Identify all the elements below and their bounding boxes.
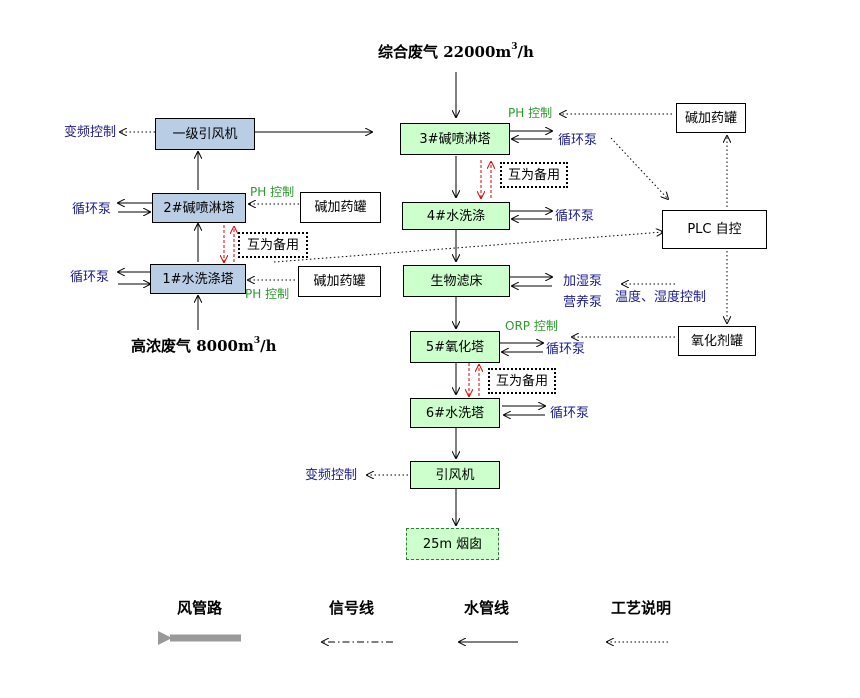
legend-water-line: 水管线 (464, 599, 510, 617)
tower-1-water-scrubber: 1#水洗涤塔 (150, 264, 246, 294)
legend-signal-line: 信号线 (329, 599, 375, 617)
ph-control-label-right: PH 控制 (508, 106, 553, 120)
pump-label-left-lower: 循环泵 (70, 270, 110, 285)
ph-control-label-left-upper: PH 控制 (250, 185, 295, 199)
nutrient-pump-label: 营养泵 (563, 295, 603, 310)
vfd-label-right: 变频控制 (305, 468, 358, 483)
tower-4-water-scrubber: 4#水洗涤 (402, 202, 510, 230)
tower-5-oxidation: 5#氧化塔 (410, 331, 500, 363)
induced-draft-fan-box: 引风机 (410, 461, 500, 489)
tower-6-water-scrubber: 6#水洗塔 (410, 398, 500, 428)
pump-label-left-upper: 循环泵 (72, 202, 112, 217)
ph-control-label-left-lower: PH 控制 (245, 287, 290, 301)
legend-air-duct: 风管路 (177, 599, 223, 617)
standby-note-right-upper: 互为备用 (500, 162, 568, 188)
tower-3-alkali-spray: 3#碱喷淋塔 (400, 123, 510, 155)
alkali-dosing-tank-left-upper: 碱加药罐 (300, 192, 381, 223)
legend-process-note: 工艺说明 (611, 599, 672, 617)
high-concentration-exhaust-label: 高浓废气 8000m3/h (131, 336, 277, 355)
alkali-dosing-tank-left-lower: 碱加药罐 (298, 266, 381, 297)
pump-label-tower4: 循环泵 (555, 209, 595, 224)
chimney-box: 25m 烟囱 (406, 528, 499, 560)
orp-control-label: ORP 控制 (505, 319, 558, 333)
vfd-label-left: 变频控制 (64, 125, 117, 140)
temp-humidity-control-label: 温度、湿度控制 (615, 290, 707, 305)
pump-label-tower3: 循环泵 (558, 133, 598, 148)
plc-control-box: PLC 自控 (662, 210, 767, 249)
primary-fan-box: 一级引风机 (155, 118, 255, 150)
humidifier-pump-label: 加湿泵 (563, 274, 603, 289)
standby-note-left: 互为备用 (238, 232, 308, 258)
biofilter-bed: 生物滤床 (403, 265, 510, 297)
standby-note-right-lower: 互为备用 (488, 368, 556, 394)
pump-label-tower6: 循环泵 (550, 406, 590, 421)
pump-label-tower5: 循环泵 (546, 342, 586, 357)
tower-2-alkali-spray: 2#碱喷淋塔 (152, 193, 246, 223)
alkali-dosing-tank-right: 碱加药罐 (676, 103, 746, 133)
main-exhaust-label: 综合废气 22000m3/h (378, 42, 534, 61)
oxidant-tank: 氧化剂罐 (678, 326, 756, 356)
